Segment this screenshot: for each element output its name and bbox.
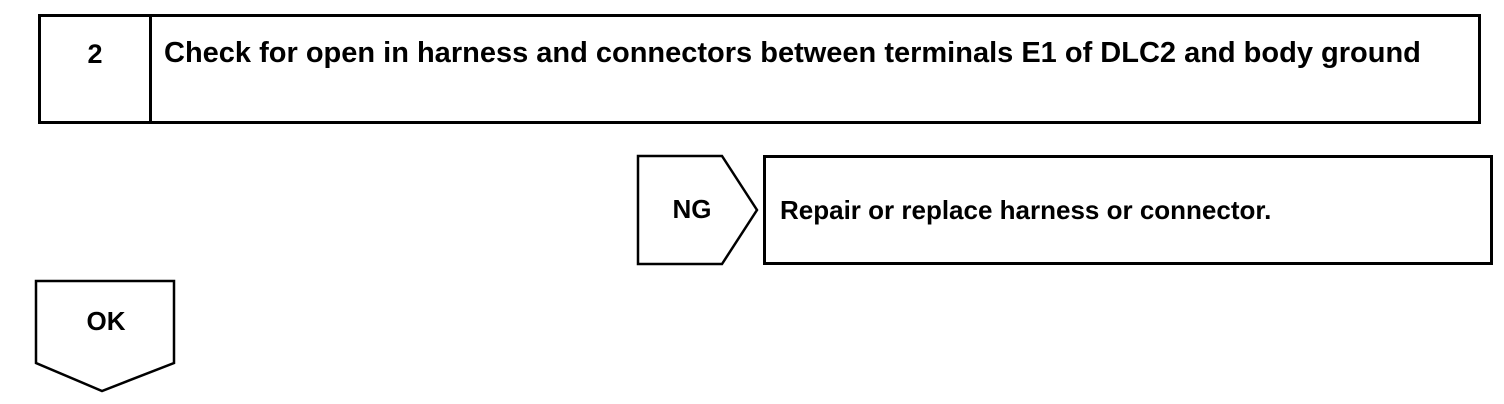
step-number: 2 bbox=[41, 17, 152, 121]
ng-arrow-shape bbox=[636, 154, 759, 266]
ok-label: OK bbox=[86, 306, 126, 336]
step-title: Check for open in harness and connectors… bbox=[164, 37, 1421, 69]
ng-label: NG bbox=[672, 194, 712, 224]
ng-action-text: Repair or replace harness or connector. bbox=[780, 194, 1272, 225]
ok-arrow-shape bbox=[34, 279, 176, 393]
step-box: 2 Check for open in harness and connecto… bbox=[38, 14, 1481, 124]
ng-action-box: Repair or replace harness or connector. bbox=[763, 155, 1493, 265]
